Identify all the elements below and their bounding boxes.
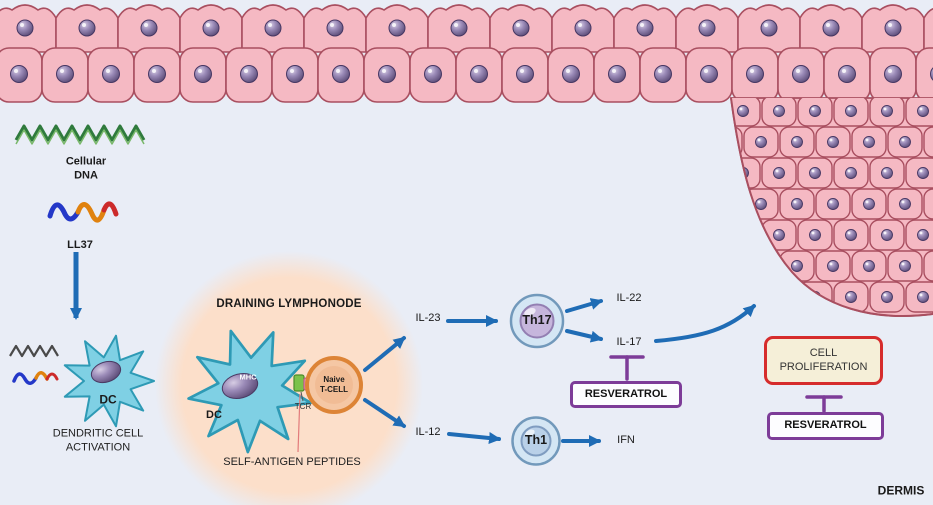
cellular-dna-label: Cellular DNA [65,155,107,181]
epidermis-top-row [0,4,933,53]
tcr-label: TCR [294,402,312,411]
il17-label: IL-17 [616,336,642,349]
dc-left-label: DC [99,392,117,407]
il23-label: IL-23 [415,312,441,325]
cell-proliferation-box: CELL PROLIFERATION [764,336,883,385]
il22-label: IL-22 [616,292,642,305]
il12-label: IL-12 [415,426,441,439]
lymphonode-title: DRAINING LYMPHONODE [216,297,362,310]
naive-t-cell [305,356,363,414]
ll37-ribbon-icon [47,201,119,223]
resveratrol-inhibitor-bars [609,355,843,413]
th1-cell [511,416,561,466]
small-dna-icon [9,344,59,358]
naive-t-cell-label: Naive T-CELL [320,375,348,394]
ll37-label: LL37 [67,239,93,252]
small-ribbon-icon [12,371,59,385]
dendritic-activation-label: DENDRITIC CELL ACTIVATION [52,427,144,453]
dendritic-cell-left [63,334,155,428]
epidermis-second-row [0,47,933,103]
mhc-label: MHC [239,372,257,382]
self-antigen-label: SELF-ANTIGEN PEPTIDES [223,456,361,469]
dermis-label: DERMIS [877,483,925,498]
pathway-arrows [363,298,756,447]
th17-label: Th17 [522,313,552,328]
cellular-dna-icon [14,124,146,145]
dendritic-cell-center [178,316,325,465]
dc-center-label: DC [206,409,222,422]
ifn-label: IFN [617,434,635,447]
epidermal-hyperplasia-plug [729,97,933,318]
resveratrol-box-left: RESVERATROL [570,381,682,408]
th1-label: Th1 [524,433,548,448]
resveratrol-box-right: RESVERATROL [767,412,884,440]
th17-cell [509,293,565,349]
